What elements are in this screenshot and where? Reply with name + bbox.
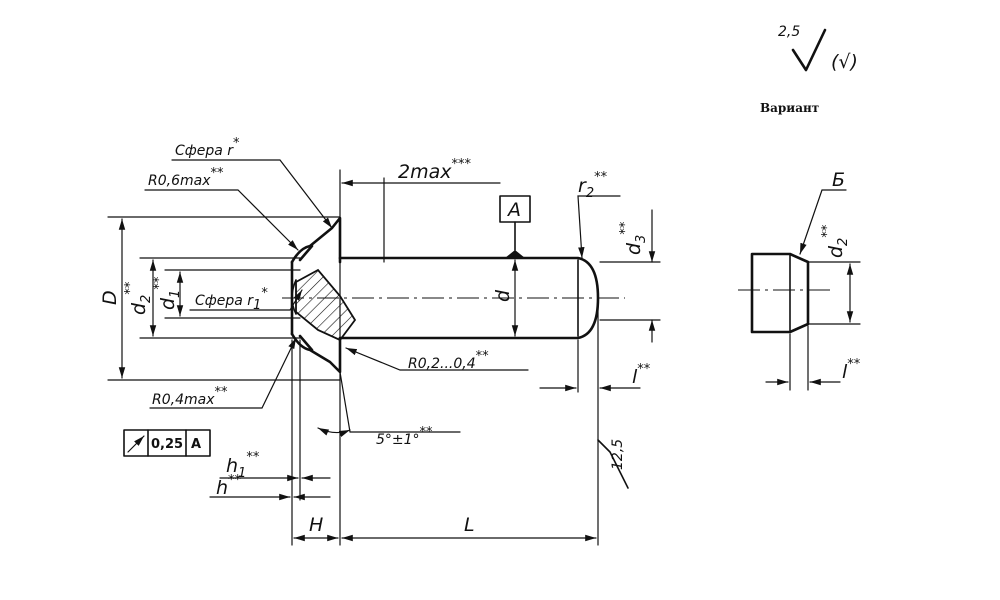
variant-title: Вариант <box>760 101 819 115</box>
sphere-r-label: Сфера r* <box>175 136 240 159</box>
l-label: l** <box>632 362 651 388</box>
roughness-end-icon <box>597 439 629 489</box>
datum-triangle <box>505 250 525 258</box>
roughness-other: (√) <box>831 51 858 73</box>
tolerance-value: 0,25 <box>151 437 183 452</box>
r0204-label: R0,2...0,4** <box>408 349 489 372</box>
r2-label: r2** <box>578 170 608 201</box>
roughness-end: 12,5 <box>597 439 629 489</box>
variant-outline <box>750 252 810 334</box>
rivet-head <box>290 216 357 374</box>
hatched-section <box>295 268 357 342</box>
d2-label: d2** <box>123 281 154 315</box>
dim-l-label: L <box>464 514 475 536</box>
angle-label: 5°±1°** <box>376 425 433 448</box>
dimensions <box>118 179 656 542</box>
r04-label: R0,4max** <box>152 385 228 408</box>
big-d-label: D <box>99 290 121 305</box>
h1-label: h1** <box>226 450 260 481</box>
variant-view: Б d2** l** <box>738 169 861 391</box>
labels: Сфера r* R0,6max** 2max*** r2** d3** D d… <box>99 136 651 536</box>
variant-section-label: Б <box>832 169 845 191</box>
roughness-value: 2,5 <box>778 24 800 40</box>
roughness-symbol: 2,5 (√) <box>778 24 858 73</box>
datum-box <box>499 195 531 223</box>
tolerance-datum: A <box>191 437 201 452</box>
d1-label: d1** <box>152 276 183 310</box>
datum-a-label: A <box>506 199 521 221</box>
variant-l-label: l** <box>842 357 861 383</box>
dim-h-label: H <box>309 514 323 536</box>
roughness-end-value: 12,5 <box>610 439 626 470</box>
max2-label: 2max*** <box>398 157 471 183</box>
extension-lines <box>107 169 661 546</box>
h-label: h** <box>216 473 242 499</box>
variant-d2-label: d2** <box>820 224 851 258</box>
runout-arrow-icon <box>127 435 145 453</box>
sphere-r1-label: Сфера r1* <box>195 286 268 313</box>
d3-label: d3** <box>618 221 649 255</box>
leaders <box>144 159 621 438</box>
tolerance-frame: 0,25 A <box>123 429 211 457</box>
r06-label: R0,6max** <box>148 166 224 189</box>
d-label: d <box>492 289 514 302</box>
rivet-shank: A <box>282 195 625 340</box>
check-mark-icon <box>791 28 827 72</box>
